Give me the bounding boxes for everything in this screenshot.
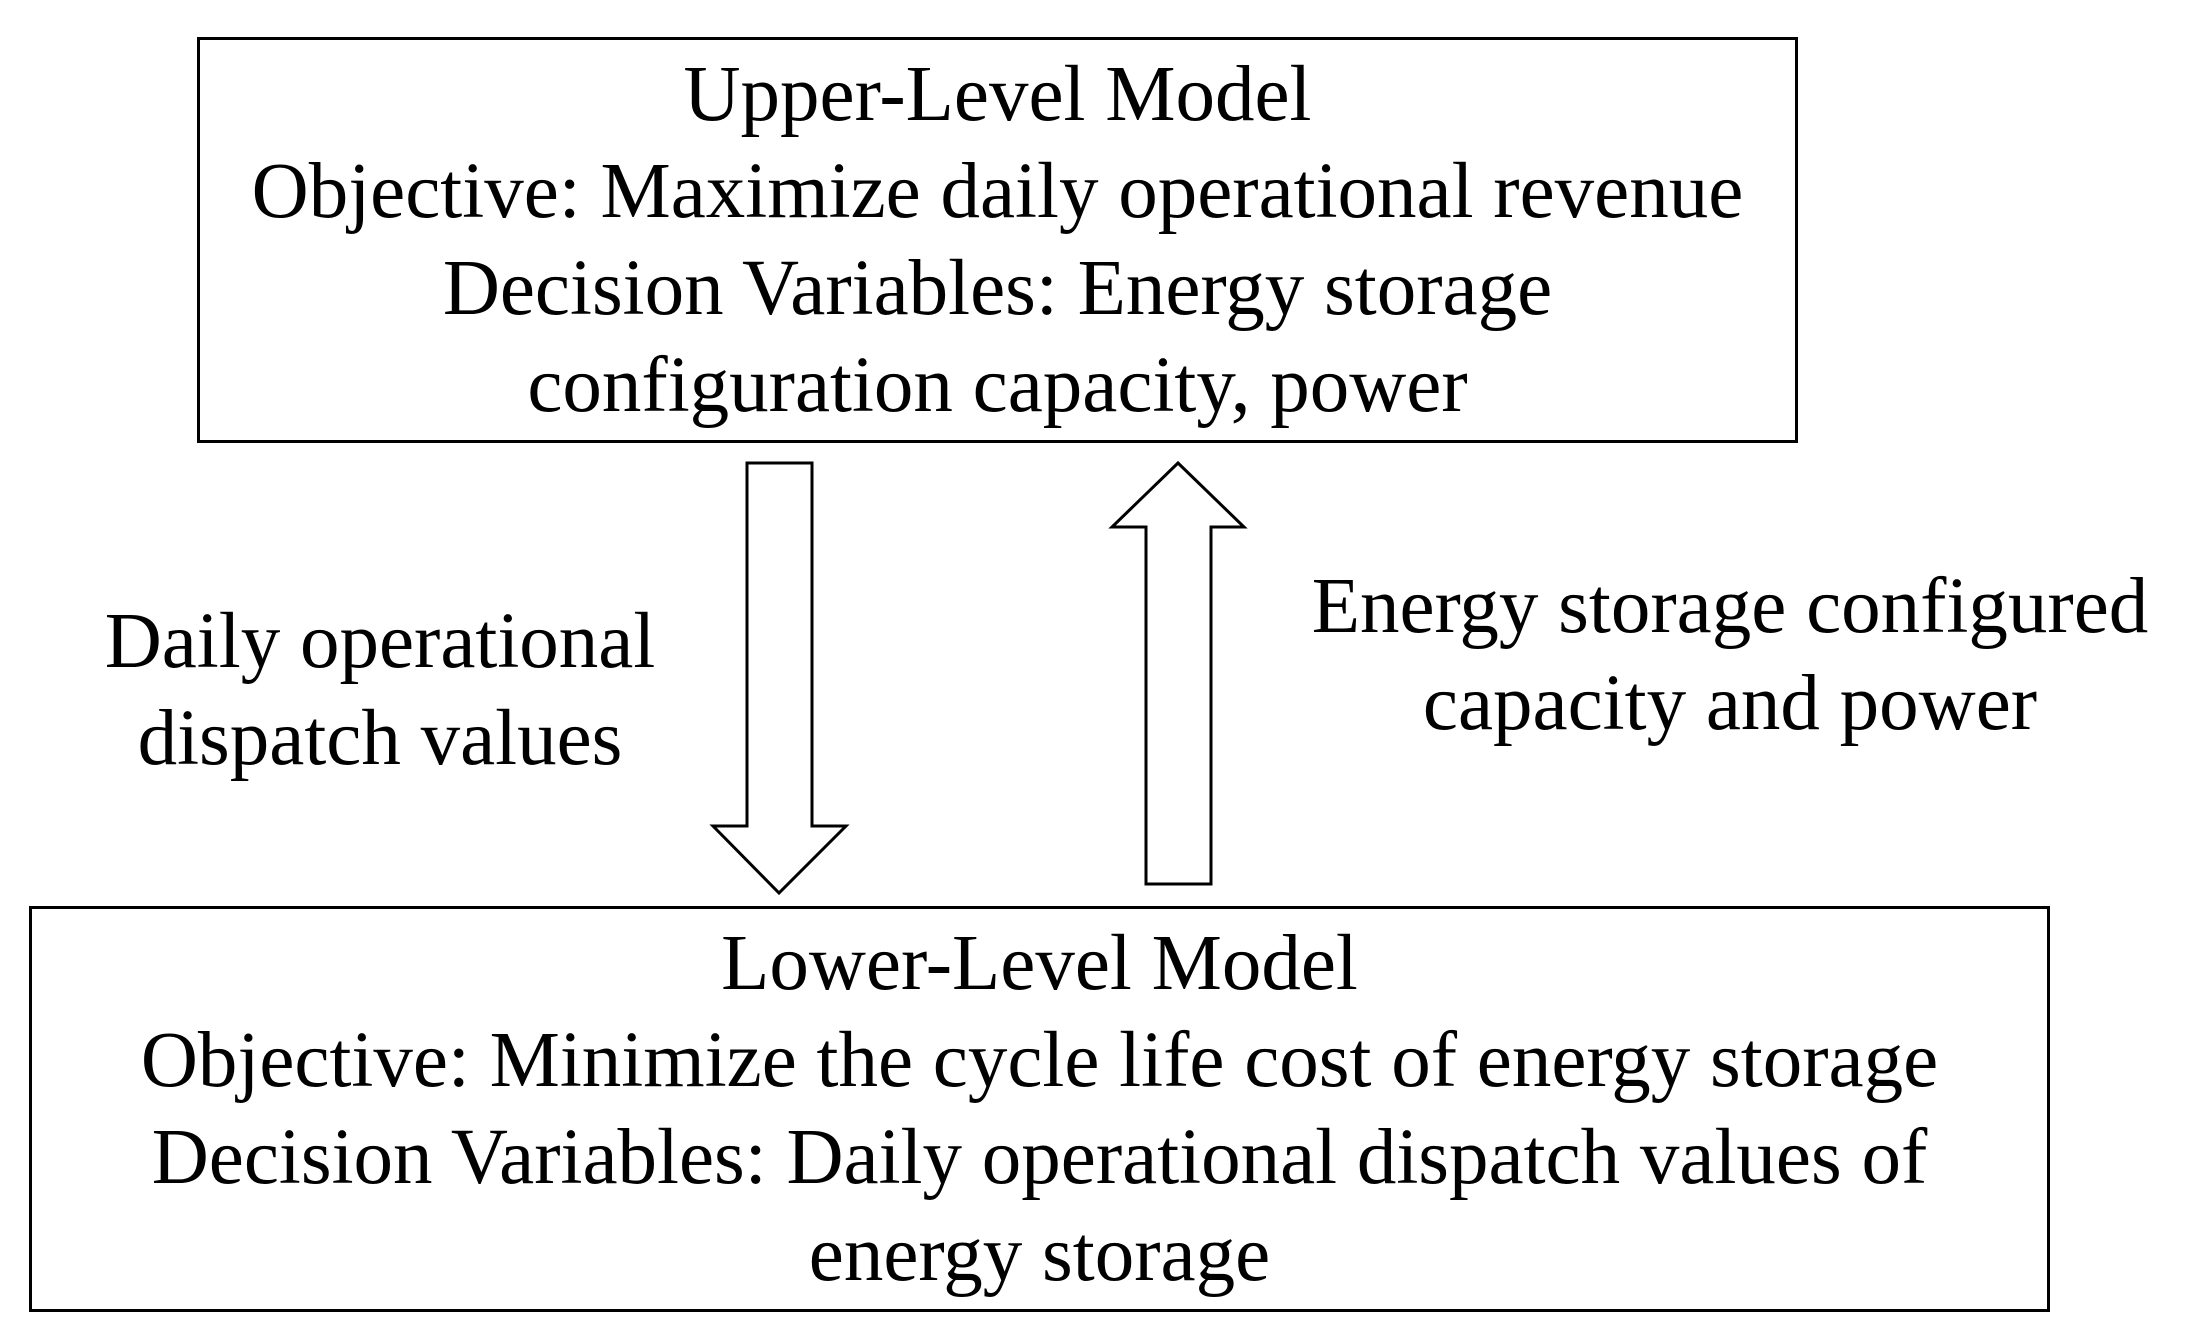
upper-model-decision-line-2: configuration capacity, power	[527, 342, 1468, 429]
lower-model-decision-line-1: Decision Variables: Daily operational di…	[151, 1114, 1928, 1201]
upper-level-model-box: Upper-Level Model Objective: Maximize da…	[197, 37, 1798, 443]
configured-capacity-label-line-1: Energy storage configured	[1311, 563, 2149, 650]
lower-model-title: Lower-Level Model	[721, 920, 1358, 1007]
dispatch-values-label-line-1: Daily operational	[104, 598, 656, 685]
configured-capacity-label-line-2: capacity and power	[1422, 660, 2038, 747]
lower-model-objective: Objective: Minimize the cycle life cost …	[140, 1017, 1939, 1104]
upper-model-objective: Objective: Maximize daily operational re…	[251, 148, 1744, 235]
down-arrow	[709, 461, 850, 896]
configured-capacity-label: Energy storage configured capacity and p…	[1290, 558, 2170, 752]
up-arrow	[1108, 460, 1248, 886]
lower-level-model-box: Lower-Level Model Objective: Minimize th…	[29, 906, 2050, 1312]
dispatch-values-label: Daily operational dispatch values	[60, 593, 700, 787]
lower-model-decision-line-2: energy storage	[808, 1211, 1271, 1298]
upper-model-decision-line-1: Decision Variables: Energy storage	[442, 245, 1553, 332]
dispatch-values-label-line-2: dispatch values	[137, 695, 623, 782]
upper-model-title: Upper-Level Model	[683, 51, 1312, 138]
